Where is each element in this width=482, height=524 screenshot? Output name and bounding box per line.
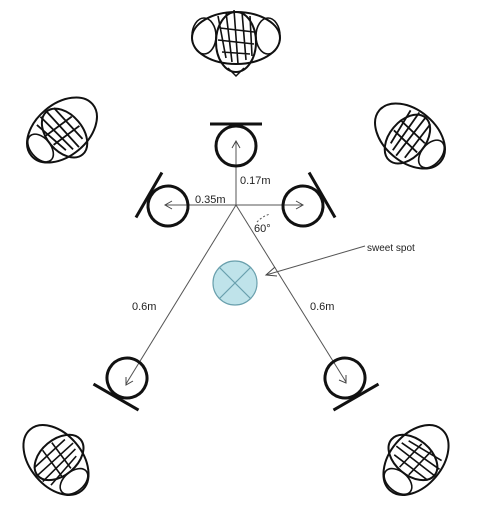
speaker-icon: [134, 171, 190, 228]
sweet-spot-icon: [212, 260, 258, 306]
sweet-spot-label: sweet spot: [367, 243, 415, 254]
listener-head-icon: [22, 424, 90, 496]
rear-left-line: [125, 204, 237, 385]
sweet-spot-pointer-line: [265, 245, 366, 276]
listener-head-icon: [26, 96, 98, 164]
speaker-icon: [323, 356, 380, 412]
listener-head-lower-right: [382, 424, 450, 496]
sweet-spot-marker: [212, 260, 258, 306]
speaker-icon: [92, 356, 149, 412]
arrowhead-rear-left: [125, 377, 134, 386]
listener-head-lower-left: [22, 424, 90, 496]
speaker-right: [281, 171, 337, 228]
listener-head-icon: [382, 424, 450, 496]
arrowhead-left: [163, 200, 173, 210]
listener-head-icon: [191, 9, 281, 78]
side-distance-label: 0.35m: [195, 194, 226, 206]
speaker-left: [134, 171, 190, 228]
rear-right-line: [235, 204, 347, 383]
arrowhead-front: [231, 139, 241, 149]
listener-head-upper-left: [26, 96, 98, 164]
speaker-front: [210, 122, 262, 168]
arrowhead-right: [295, 200, 305, 210]
arrowhead-sweet-spot: [264, 266, 278, 277]
rear-left-distance-label: 0.6m: [132, 301, 156, 313]
arrowheads: [125, 139, 347, 386]
listener-head-icon: [374, 102, 446, 170]
measurement-lines: [125, 142, 366, 385]
speaker-rear-right: [323, 356, 380, 412]
front-distance-label: 0.17m: [240, 175, 271, 187]
speaker-icon: [281, 171, 337, 228]
listener-head-top: [191, 9, 281, 78]
angle-label: 60°: [254, 223, 271, 235]
rear-right-distance-label: 0.6m: [310, 301, 334, 313]
angle-arc: [256, 213, 271, 223]
speaker-rear-left: [92, 356, 149, 412]
arrowhead-rear-right: [338, 375, 347, 384]
speaker-icon: [210, 122, 262, 168]
listener-head-upper-right: [374, 102, 446, 170]
